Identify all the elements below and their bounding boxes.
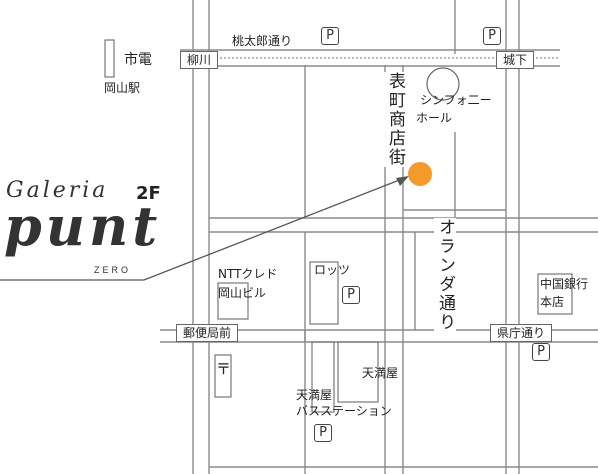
building-tenmaya-bus-line1: 天満屋 — [296, 388, 333, 402]
intersection-yubinkyoku: 郵便局前 — [176, 324, 239, 342]
parking-icon-bus-station: P — [314, 424, 332, 442]
intersection-yanagawa: 柳川 — [180, 51, 219, 69]
street-omotecho: 表町商店街 — [384, 72, 406, 167]
building-symphony-line1: シンフォ二ー — [420, 93, 492, 107]
building-chugoku-bank-line1: 中国銀行 — [540, 277, 589, 291]
building-chugoku-bank-line2: 本店 — [540, 295, 565, 309]
parking-icon-lotz: P — [342, 286, 360, 304]
building-ntt-line1: NTTクレド — [218, 267, 278, 281]
building-lotz: ロッツ — [314, 263, 351, 277]
building-tenmaya: 天満屋 — [362, 366, 399, 380]
logo-galeria: Galeria — [6, 178, 109, 203]
logo-zero: ZERO — [94, 265, 132, 275]
building-ntt-line2: 岡山ビル — [218, 286, 267, 300]
station-okayama: 岡山駅 — [104, 81, 141, 95]
street-oranda: オランダ通り — [434, 218, 456, 332]
symphony-hall-marker — [426, 67, 460, 101]
building-symphony-line2: ホール — [416, 111, 453, 125]
intersection-kenchodori: 県庁通り — [490, 324, 553, 342]
parking-icon-kenchodori: P — [532, 343, 550, 361]
logo-punt: punt — [4, 194, 162, 258]
intersection-shiroshita: 城下 — [496, 51, 535, 69]
parking-icon-momotaro: P — [321, 27, 339, 45]
building-tenmaya-bus-line2: バスステーション — [296, 404, 392, 418]
post-office-icon: 〒 — [216, 360, 232, 378]
galeria-punt-location-marker — [408, 162, 432, 186]
street-momotaro: 桃太郎通り — [232, 34, 293, 48]
parking-icon-northeast: P — [483, 27, 501, 45]
floor-label: 2F — [136, 183, 161, 204]
station-shiden: 市電 — [124, 52, 152, 68]
